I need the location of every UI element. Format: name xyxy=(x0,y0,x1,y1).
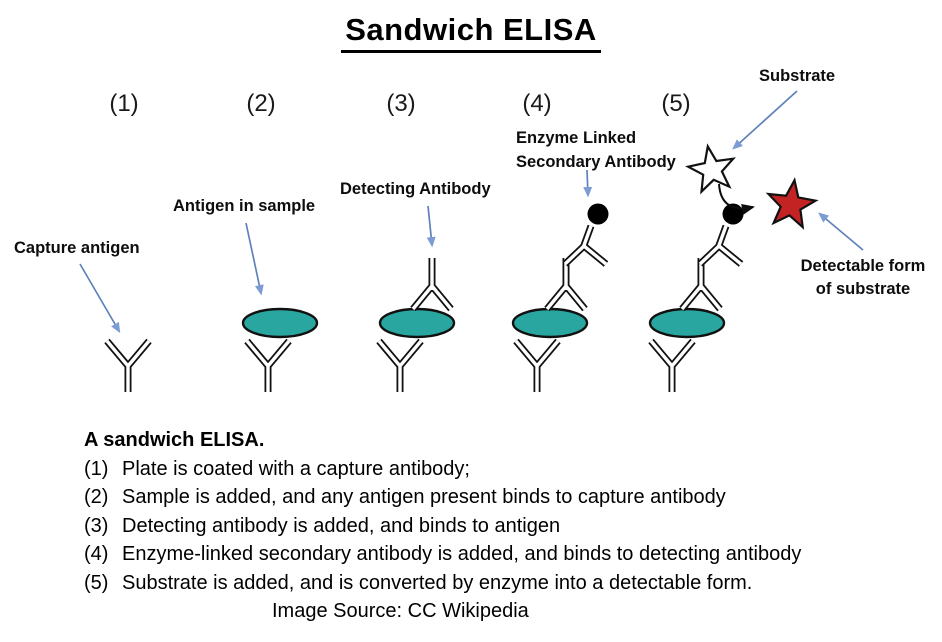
caption-step-number: (3) xyxy=(84,514,109,537)
caption-step-number: (4) xyxy=(84,543,109,565)
caption-step-number: (5) xyxy=(84,571,109,594)
image-source-credit: Image Source: CC Wikipedia xyxy=(272,600,529,622)
capture-antibody-icon-step1 xyxy=(104,338,152,392)
capture-antigen-label: Capture antigen xyxy=(14,239,140,257)
detectable-form-arrow xyxy=(818,212,864,251)
capture-antibody-icon-step3 xyxy=(376,338,424,392)
detectable-form-of-substrate-label: Detectable form of substrate xyxy=(791,255,935,301)
caption-step-text: Enzyme-linked secondary antibody is adde… xyxy=(122,543,802,565)
detectable-label-line2: of substrate xyxy=(815,280,911,298)
capture-antibody-icon-step5 xyxy=(648,338,696,392)
antigen-ellipse-step2 xyxy=(241,307,319,339)
enzyme-linked-label-line2: Secondary Antibody xyxy=(516,153,676,171)
substrate-label: Substrate xyxy=(759,67,836,85)
enzyme-linked-label-line1: Enzyme Linked xyxy=(516,129,637,147)
enzyme-linked-secondary-antibody-label: Enzyme Linked Secondary Antibody xyxy=(516,126,676,174)
conversion-arrow xyxy=(718,183,755,215)
detecting-antibody-arrow xyxy=(426,205,436,248)
caption-heading: A sandwich ELISA. xyxy=(84,429,265,451)
page-title-text: Sandwich ELISA xyxy=(341,12,601,53)
antigen-in-sample-arrow xyxy=(245,222,264,296)
caption-step-1: (1) Plate is coated with a capture antib… xyxy=(84,455,934,484)
enzyme-circle-step4 xyxy=(587,203,609,225)
caption-step-3: (3) Detecting antibody is added, and bin… xyxy=(84,512,934,541)
step-number-3: (3) xyxy=(386,90,416,117)
page-title: Sandwich ELISA xyxy=(0,12,942,53)
detecting-antibody-icon-step4 xyxy=(544,258,588,312)
pointer-arrows xyxy=(79,90,864,334)
secondary-antibody-icon-step4 xyxy=(562,224,609,267)
detectable-substrate-star-icon xyxy=(765,177,819,230)
step-number-1: (1) xyxy=(109,90,139,117)
detecting-antibody-icon-step5 xyxy=(679,258,723,312)
capture-antibody-icon-step2 xyxy=(244,338,292,392)
substrate-star-icon xyxy=(685,143,737,195)
caption-step-text: Substrate is added, and is converted by … xyxy=(122,571,753,594)
caption-step-5: (5) Substrate is added, and is converted… xyxy=(84,569,934,598)
capture-antigen-arrow xyxy=(79,263,121,334)
caption-step-number: (2) xyxy=(84,486,109,508)
caption-step-text: Detecting antibody is added, and binds t… xyxy=(122,514,561,537)
capture-antibody-icon-step4 xyxy=(513,338,561,392)
antigen-ellipse-step3 xyxy=(378,307,456,339)
step-number-5: (5) xyxy=(661,90,691,117)
step-number-4: (4) xyxy=(522,90,552,117)
caption-step-number: (1) xyxy=(84,457,109,480)
caption-step-text: Sample is added, and any antigen present… xyxy=(122,486,726,508)
antigen-in-sample-label: Antigen in sample xyxy=(173,197,316,215)
caption-block: A sandwich ELISA. (1) Plate is coated wi… xyxy=(84,426,934,626)
detecting-antibody-icon-step3 xyxy=(410,258,454,312)
substrate-arrow xyxy=(732,90,798,150)
step-number-2: (2) xyxy=(246,90,276,117)
caption-step-text: Plate is coated with a capture antibody; xyxy=(122,457,470,480)
caption-step-2: (2) Sample is added, and any antigen pre… xyxy=(84,483,934,512)
secondary-antibody-icon-step5 xyxy=(697,224,744,267)
antigen-ellipse-step4 xyxy=(511,307,589,339)
detectable-label-line1: Detectable form xyxy=(800,257,926,275)
antigen-ellipse-step5 xyxy=(648,307,726,339)
detecting-antibody-label: Detecting Antibody xyxy=(340,180,491,198)
enzyme-linked-arrow xyxy=(583,169,593,198)
caption-step-4: (4) Enzyme-linked secondary antibody is … xyxy=(84,540,934,569)
